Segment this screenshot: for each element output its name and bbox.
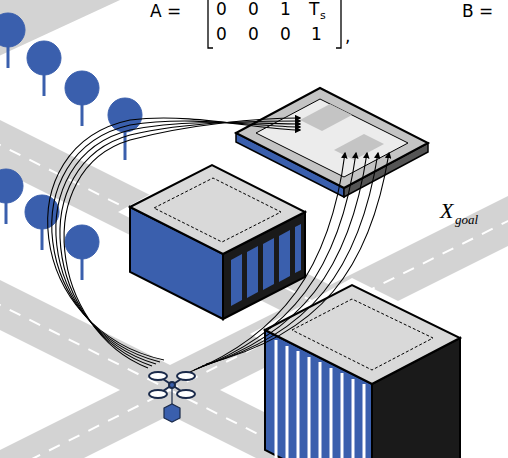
matrix-entry: 0: [216, 0, 227, 20]
building-right: [250, 278, 476, 458]
matrix-entry: 0: [216, 25, 227, 45]
building-left: [118, 160, 318, 319]
matrix-brackets: [208, 0, 341, 48]
trajectories: [48, 118, 389, 372]
subscript: s: [320, 10, 326, 23]
matrix-entry: 0: [248, 25, 259, 45]
matrix-name: B =: [462, 2, 493, 22]
matrix-name: A =: [150, 2, 181, 22]
drone-icon: [149, 372, 195, 422]
subscript: goal: [455, 213, 478, 228]
matrix-entry: 0: [280, 25, 291, 45]
matrix-entry: 1: [311, 25, 322, 45]
set-symbol: X: [440, 198, 453, 223]
trees: [0, 13, 142, 280]
matrix-entry: T: [309, 0, 319, 20]
matrix-entry: 0: [248, 0, 259, 20]
punctuation: ,: [345, 27, 350, 47]
matrix-entry: 1: [280, 0, 291, 20]
goal-platform: [236, 88, 428, 197]
